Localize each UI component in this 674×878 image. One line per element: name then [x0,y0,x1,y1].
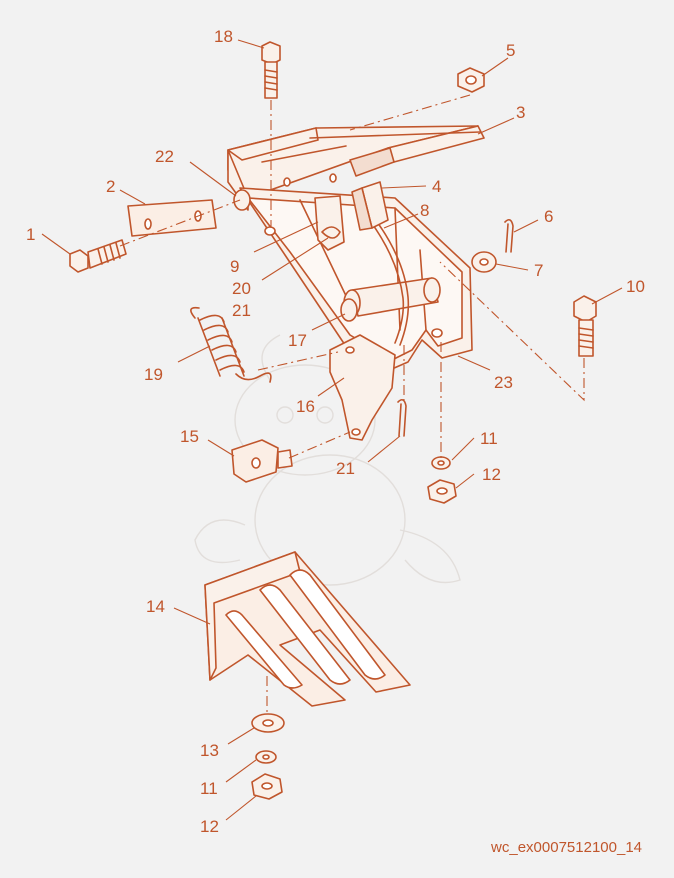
cotter-pin-part-6 [504,218,514,253]
callout-9: 9 [230,257,239,276]
flat-washer-part-13 [251,713,285,733]
cotter-pin-part-21 [397,398,407,437]
callout-6: 6 [544,207,553,226]
callout-21-lower: 21 [336,459,355,478]
callout-21-upper: 21 [232,301,251,320]
pedal-bracket-part-3 [227,125,485,211]
hex-nut-part-12-lower [251,773,283,800]
callout-13: 13 [200,741,219,760]
stop-block-part-4 [351,181,389,231]
hinge-part-9-20 [314,195,345,251]
callout-20: 20 [232,279,251,298]
drawing-code: wc_ex0007512100_14 [490,839,642,856]
callout-11-lower: 11 [200,779,218,798]
pivot-pin-part-17 [340,298,358,322]
spring-part-19 [190,306,272,383]
assembly-lines [119,94,585,712]
callout-12-lower: 12 [200,817,219,836]
callout-15: 15 [180,427,199,446]
link-rod-part-8 [367,214,410,346]
callout-18: 18 [214,27,233,46]
callout-4: 4 [432,177,441,196]
callout-11-upper: 11 [480,429,498,448]
lock-washer-part-11-upper [431,456,451,470]
bolt-part-1 [69,239,127,273]
callout-12-upper: 12 [482,465,501,484]
leader-lines [41,39,623,821]
callout-3: 3 [516,103,525,122]
hex-nut-part-12-upper [427,479,457,504]
hex-nut-part-5 [457,67,485,93]
lever-plate-part-16 [329,334,396,441]
callout-10: 10 [626,277,645,296]
lock-washer-part-11-lower [255,750,277,764]
callout-19: 19 [144,365,163,384]
callout-14: 14 [146,597,165,616]
base-bracket-part-14 [204,551,411,707]
callout-23: 23 [494,373,513,392]
main-arm-part-23 [239,173,473,373]
callout-5: 5 [506,41,515,60]
callout-2: 2 [106,177,115,196]
clevis-block-part-15 [231,439,293,483]
callout-22: 22 [155,147,174,166]
bolt-part-10 [573,295,597,357]
washer-part-7 [471,251,497,273]
callout-17: 17 [288,331,307,350]
callout-8: 8 [420,201,429,220]
callout-1: 1 [26,225,35,244]
callout-16: 16 [296,397,315,416]
plate-part-2 [127,199,217,237]
bushing-part-22 [233,189,251,211]
bolt-part-18 [261,41,281,99]
callout-7: 7 [534,261,543,280]
watermark-mascot [194,329,461,586]
